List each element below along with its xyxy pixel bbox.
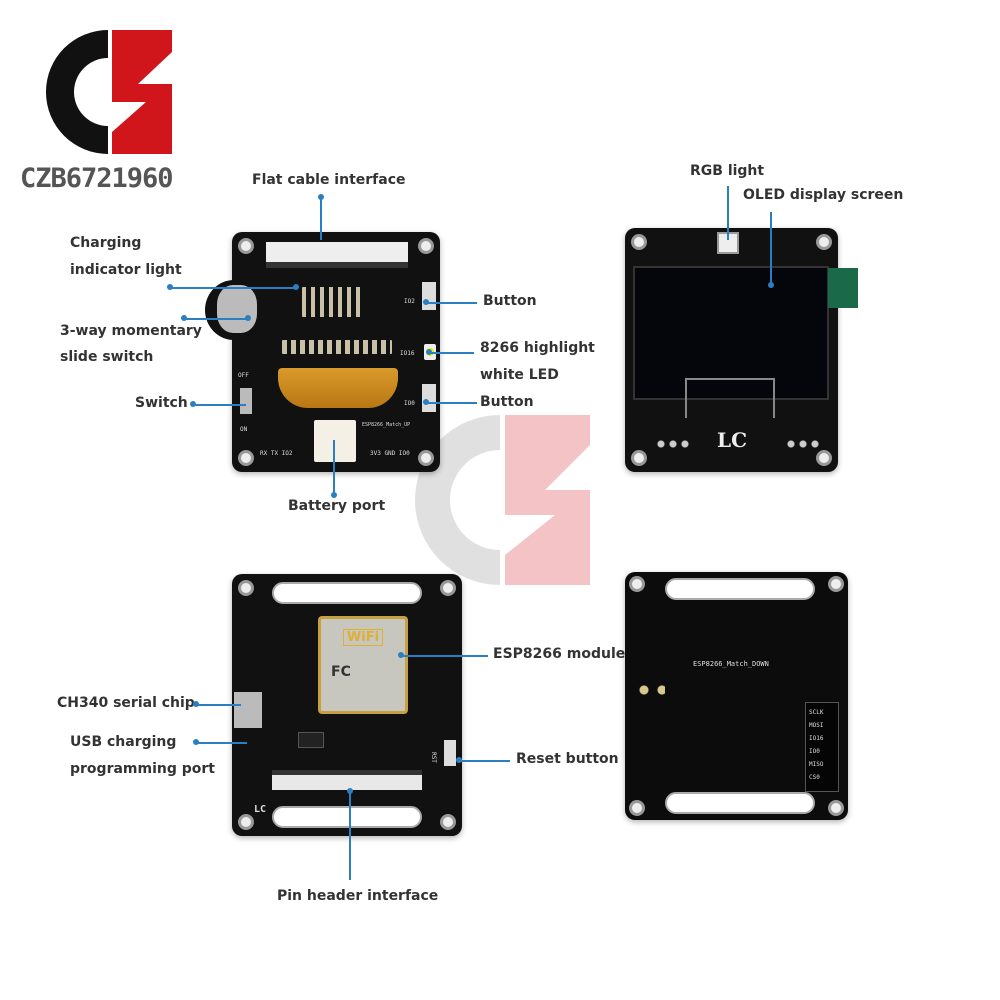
label-usb-2: programming port: [70, 761, 215, 777]
label-reset: Reset button: [516, 751, 619, 767]
label-usb-1: USB charging: [70, 734, 177, 750]
silk-on: ON: [240, 426, 248, 433]
pin-cs0: CS0: [809, 774, 820, 781]
silk-name: ESP8266_Match_UP: [362, 422, 411, 428]
label-battery: Battery port: [288, 498, 386, 514]
label-oled: OLED display screen: [743, 187, 904, 203]
wifi-badge: WiFi: [343, 629, 383, 646]
silk-io2: IO2: [404, 298, 415, 305]
label-button-b: Button: [480, 394, 534, 410]
label-charging-1: Charging: [70, 235, 142, 251]
pcb-bottom-esp: WiFi FC RST LC: [232, 574, 462, 836]
ch340-chip: [298, 732, 324, 748]
esp8266-module: WiFi FC: [318, 616, 408, 714]
oled-screen: [633, 266, 829, 400]
silk-rst: RST: [429, 752, 437, 763]
label-led-2: white LED: [480, 367, 559, 383]
label-slide-1: 3-way momentary: [60, 323, 202, 339]
silk-lc: LC: [717, 428, 747, 452]
pin-mosi: MOSI: [809, 722, 824, 729]
flat-cable-connector: [266, 242, 408, 268]
label-flat-cable: Flat cable interface: [252, 172, 406, 188]
pin-sclk: SCLK: [809, 709, 824, 716]
usb-port: [234, 692, 262, 728]
pin-header-connector: [272, 770, 422, 790]
label-esp: ESP8266 module: [493, 646, 626, 662]
spi-pin-block: SCLK MOSI IO16 IO0 MISO CS0: [805, 702, 839, 792]
silk-io16: IO16: [400, 350, 415, 357]
battery-connector: [314, 420, 356, 462]
pcb-front-oled: LC: [625, 228, 838, 472]
label-charging-2: indicator light: [70, 262, 182, 278]
label-button-a: Button: [483, 293, 537, 309]
pcb-back: ESP8266_Match_DOWN SCLK MOSI IO16 IO0 MI…: [625, 572, 848, 820]
power-switch: [240, 388, 252, 414]
oled-ribbon: [278, 368, 398, 408]
pcb-top-view: OFF ON RX TX IO2 3V3 GND IO0 ESP8266_Mat…: [232, 232, 440, 472]
brand-logo: [38, 22, 178, 162]
pin-io16: IO16: [809, 735, 824, 742]
label-ch340: CH340 serial chip: [57, 695, 195, 711]
fc-mark: FC: [331, 664, 351, 680]
silk-name-down: ESP8266_Match_DOWN: [693, 660, 769, 668]
slide-switch-knob: [205, 280, 263, 340]
brand-logo-text: CZB6721960: [20, 163, 174, 194]
silk-off: OFF: [238, 372, 249, 379]
silk-p1: 3V3 GND IO0: [370, 450, 410, 457]
silk-p2: RX TX IO2: [260, 450, 293, 457]
pin-io0: IO0: [809, 748, 820, 755]
label-rgb: RGB light: [690, 163, 765, 179]
silk-io0: IO0: [404, 400, 415, 407]
label-pin-header: Pin header interface: [277, 888, 439, 904]
pin-miso: MISO: [809, 761, 824, 768]
silk-lc-bottom: LC: [254, 804, 267, 815]
label-led-1: 8266 highlight: [480, 340, 595, 356]
label-slide-2: slide switch: [60, 349, 154, 365]
reset-switch: [444, 740, 456, 766]
label-switch: Switch: [135, 395, 188, 411]
